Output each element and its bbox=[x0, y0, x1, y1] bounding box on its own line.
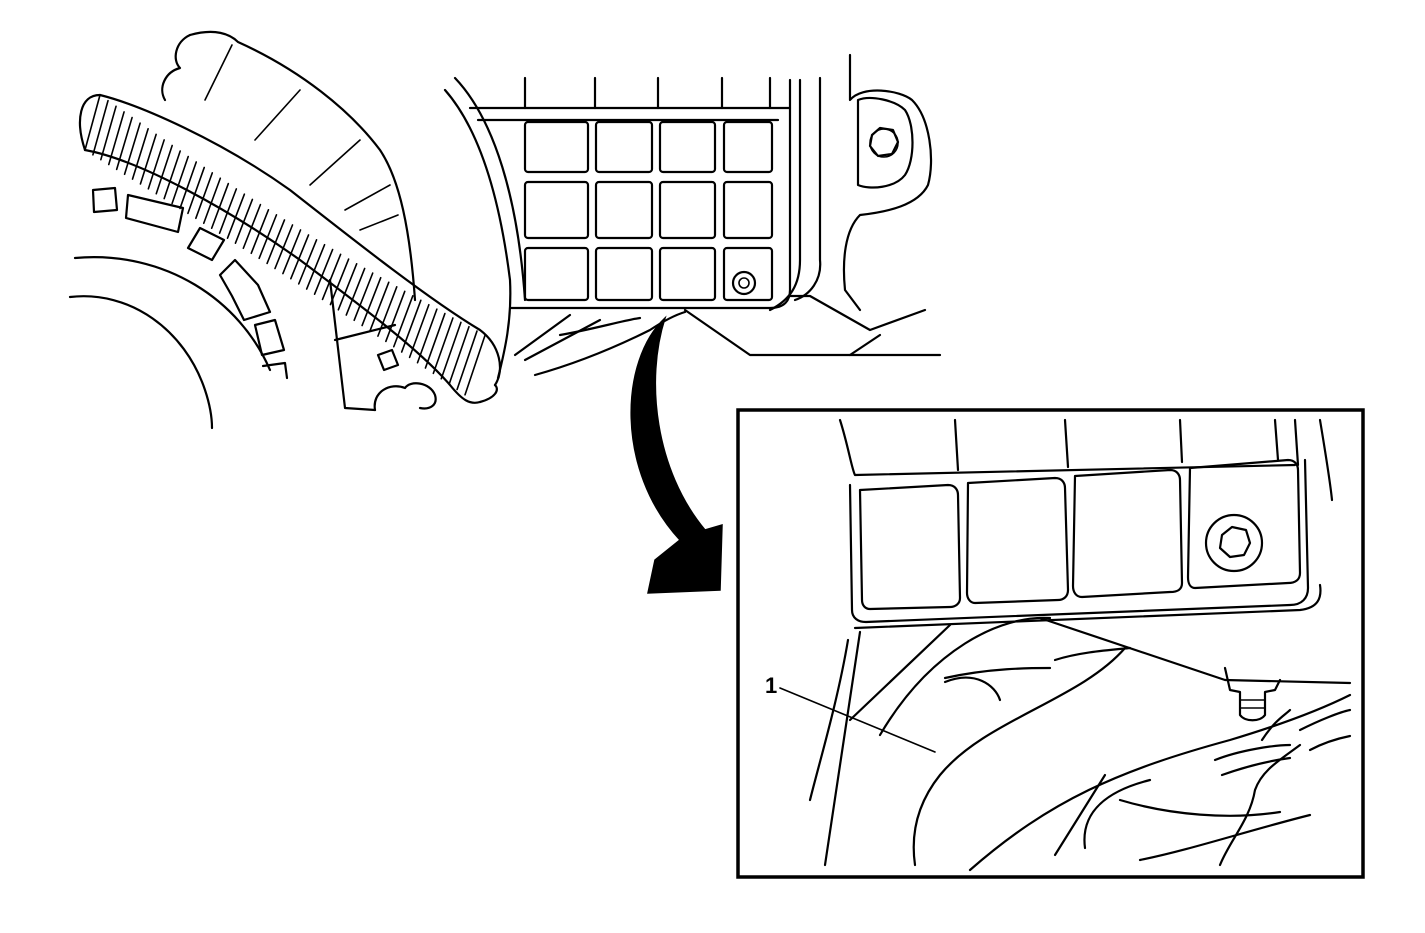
harness-rib bbox=[131, 127, 149, 180]
harness-rib bbox=[107, 111, 125, 166]
harness-rib bbox=[385, 290, 406, 343]
grid-cells bbox=[523, 120, 774, 302]
harness-rib bbox=[139, 133, 157, 185]
harness-rib bbox=[337, 262, 358, 311]
harness-rib bbox=[282, 229, 302, 275]
callout-label: 1 bbox=[765, 673, 777, 698]
harness-rib bbox=[464, 334, 486, 396]
harness-rib bbox=[258, 214, 278, 260]
harness-rib bbox=[163, 150, 182, 200]
harness-rib bbox=[242, 203, 262, 250]
main-view bbox=[68, 30, 942, 594]
grid-cell bbox=[594, 120, 654, 174]
harness-rib bbox=[290, 234, 310, 280]
harness-rib bbox=[92, 99, 109, 156]
harness-rib bbox=[400, 299, 422, 353]
harness-rib bbox=[147, 139, 165, 190]
inset-bolt-icon bbox=[1204, 513, 1264, 573]
oil-pan-grid bbox=[443, 76, 802, 380]
grid-cell bbox=[523, 246, 590, 302]
harness-rib bbox=[100, 105, 117, 161]
harness-rib bbox=[432, 317, 454, 375]
harness-rib bbox=[218, 188, 238, 235]
grid-cell bbox=[722, 120, 774, 174]
harness-rib bbox=[321, 253, 342, 301]
harness-rib bbox=[377, 286, 398, 337]
harness-rib bbox=[392, 295, 414, 348]
harness-rib bbox=[274, 224, 294, 270]
detail-inset: 1 bbox=[736, 408, 1365, 879]
harness-rib bbox=[369, 281, 390, 332]
harness-rib bbox=[202, 177, 222, 225]
harness-rib bbox=[250, 208, 270, 255]
harness-rib bbox=[234, 198, 254, 245]
grid-cell bbox=[594, 246, 654, 302]
harness-rib bbox=[345, 267, 366, 316]
harness-rib bbox=[440, 321, 462, 380]
harness-rib bbox=[187, 166, 206, 215]
harness-rib bbox=[266, 219, 286, 265]
harness-rib bbox=[123, 122, 141, 176]
harness-rib bbox=[179, 161, 198, 210]
harness-rib bbox=[84, 94, 101, 151]
harness-rib bbox=[329, 258, 350, 306]
harness-rib bbox=[313, 248, 334, 296]
inset-frame bbox=[736, 408, 1365, 879]
harness-rib bbox=[210, 182, 230, 230]
harness-rib bbox=[305, 243, 326, 290]
harness-rib bbox=[416, 308, 438, 364]
grid-cell bbox=[523, 120, 590, 174]
harness-rib bbox=[226, 193, 246, 240]
grid-cell bbox=[658, 120, 717, 174]
harness-ribs bbox=[84, 94, 486, 396]
harness-rib bbox=[408, 303, 430, 359]
grid-cell bbox=[594, 180, 654, 240]
harness-rib bbox=[353, 272, 374, 322]
bolt-icon bbox=[731, 270, 757, 296]
detail-arrow-icon bbox=[630, 315, 723, 594]
flywheel-arcs bbox=[68, 186, 289, 430]
grid-cell bbox=[523, 180, 590, 240]
grid-cell bbox=[658, 180, 717, 240]
wiring-harness bbox=[78, 93, 502, 404]
callout-1: 1 bbox=[765, 673, 936, 753]
grid-cell bbox=[722, 180, 774, 240]
harness-rib bbox=[171, 155, 190, 205]
pan-underside bbox=[513, 310, 687, 377]
harness-rib bbox=[424, 312, 446, 369]
harness-rib bbox=[361, 276, 382, 327]
harness-rib bbox=[195, 172, 214, 220]
grid-cell bbox=[658, 246, 717, 302]
transmission-case bbox=[161, 30, 437, 412]
harness-rib bbox=[155, 144, 173, 195]
harness-rib bbox=[448, 325, 470, 385]
harness-rib bbox=[456, 330, 478, 391]
grid-cell bbox=[722, 246, 774, 302]
harness-rib bbox=[297, 239, 318, 285]
harness-rib bbox=[115, 116, 133, 171]
right-housing bbox=[683, 53, 942, 357]
